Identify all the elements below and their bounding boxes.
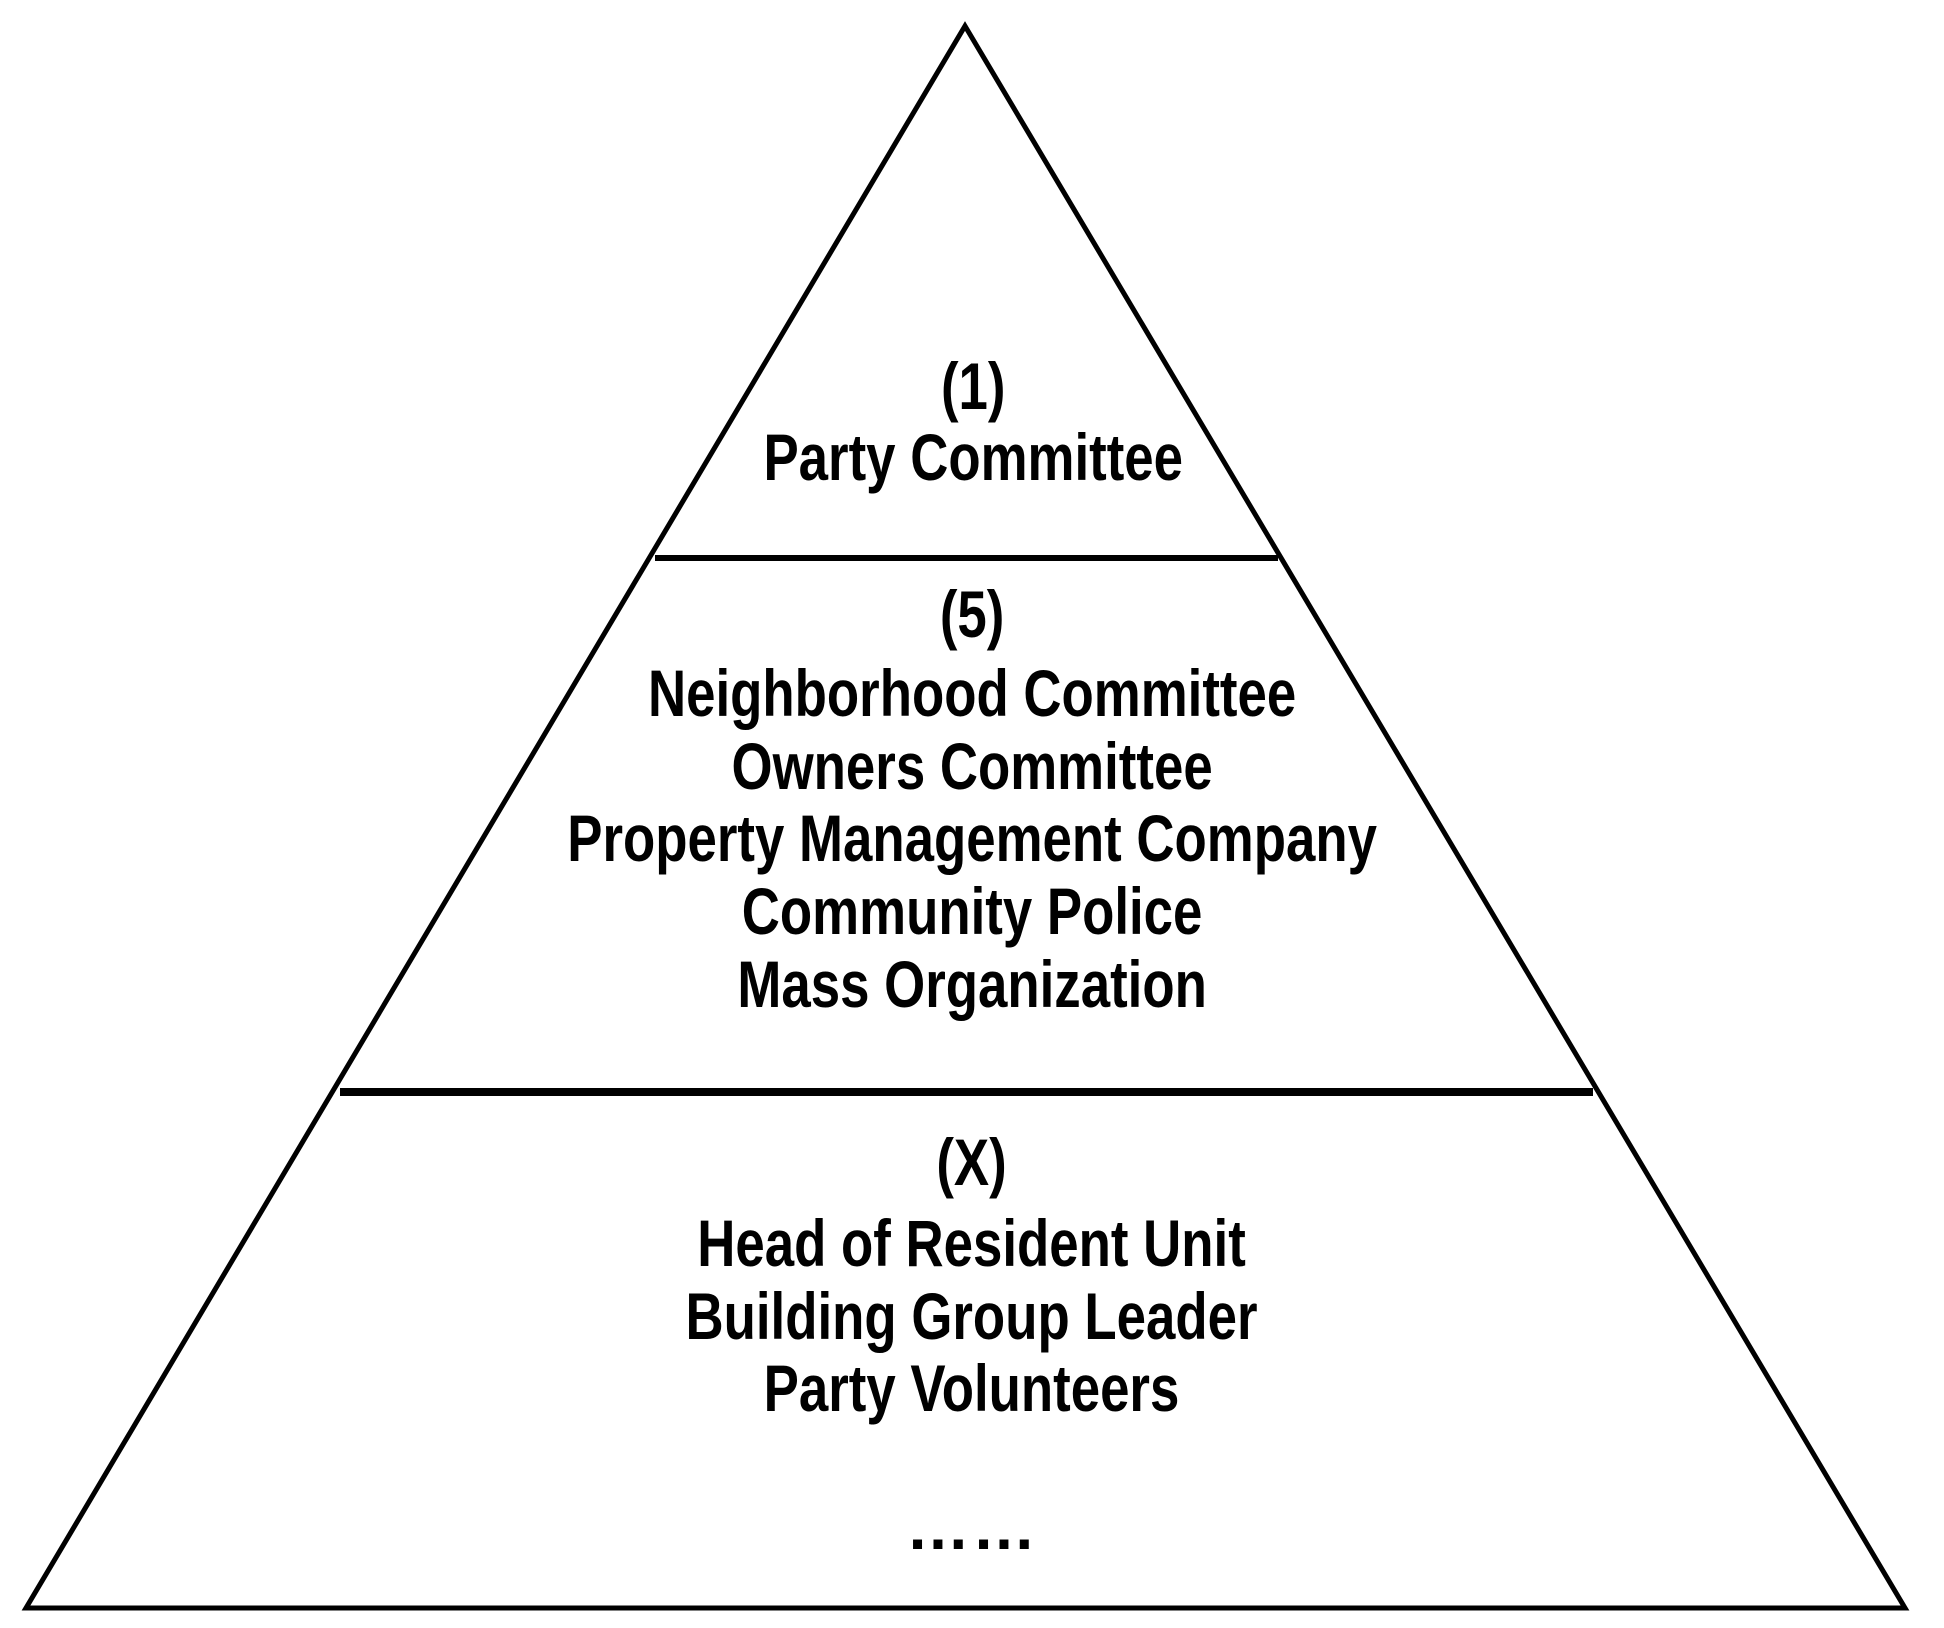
tier-bottom-continuation-ellipsis: …… <box>906 1491 1038 1563</box>
tier-middle-entry-2: Property Management Company <box>567 801 1377 876</box>
tier-bottom-count-label: (X) <box>936 1125 1008 1199</box>
tier-middle-entry-3: Community Police <box>741 874 1203 949</box>
pyramid-triangle <box>21 21 1910 1611</box>
tier-bottom-entry-2: Party Volunteers <box>764 1351 1180 1426</box>
pyramid-tier-grassroots-roles: (X) Head of Resident Unit Building Group… <box>0 1125 1944 1426</box>
tier-bottom-text-block: (X) Head of Resident Unit Building Group… <box>685 1125 1258 1426</box>
tier-middle-entry-4: Mass Organization <box>737 946 1207 1021</box>
pyramid-tier-community-organizations: (5) Neighborhood Committee Owners Commit… <box>0 577 1944 1021</box>
tier-bottom-entry-0: Head of Resident Unit <box>697 1206 1247 1281</box>
tier-middle-text-block: (5) Neighborhood Committee Owners Commit… <box>567 577 1377 1021</box>
tier-middle-entry-1: Owners Committee <box>731 728 1213 803</box>
tier-bottom-entry-1: Building Group Leader <box>685 1278 1258 1353</box>
tier-top-count-label: (1) <box>940 349 1006 423</box>
tier-top-entry-0: Party Committee <box>763 420 1183 495</box>
pyramid-tier-party-committee: (1) Party Committee <box>0 349 1944 495</box>
tier-middle-count-label: (5) <box>939 577 1005 651</box>
tier-middle-entry-0: Neighborhood Committee <box>647 656 1297 731</box>
tier-top-text-block: (1) Party Committee <box>763 349 1183 495</box>
